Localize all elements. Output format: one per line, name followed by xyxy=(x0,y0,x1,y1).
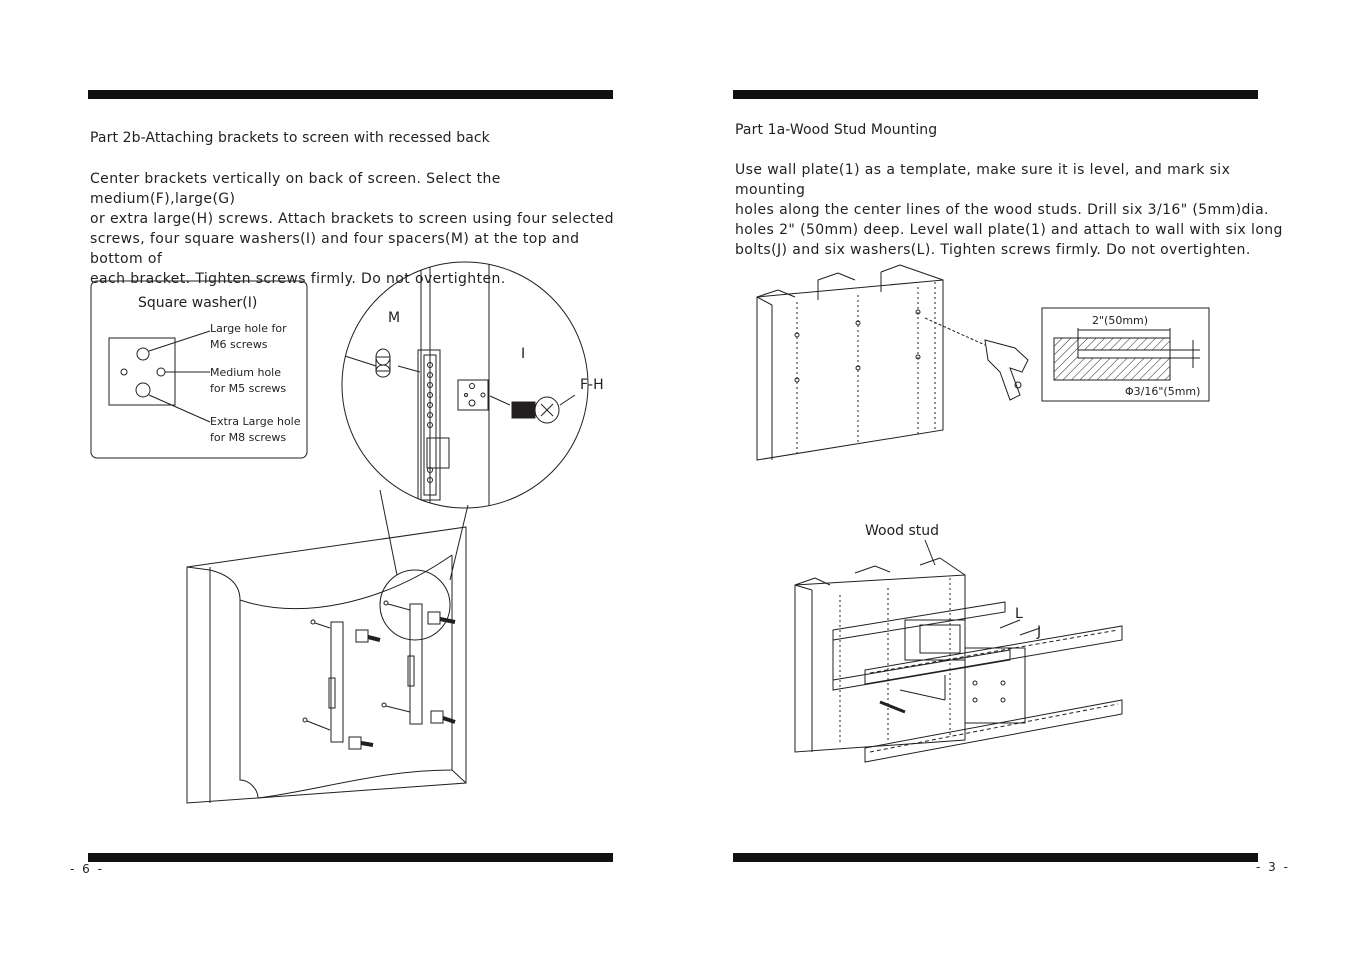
callout-j: J xyxy=(1036,624,1041,640)
right-bottom-rule xyxy=(733,853,1258,862)
right-body-line: Use wall plate(1) as a template, make su… xyxy=(735,162,1231,198)
zoom-detail xyxy=(344,262,576,508)
right-body-line: holes along the center lines of the wood… xyxy=(735,202,1269,218)
washer-title: Square washer(I) xyxy=(138,295,257,311)
left-body-line: or extra large(H) screws. Attach bracket… xyxy=(90,211,614,227)
diameter-label: Φ3/16"(5mm) xyxy=(1125,385,1200,398)
large-hole-label-2: M6 screws xyxy=(210,338,268,351)
medium-hole xyxy=(156,367,166,377)
wood-stud-drill-diagram xyxy=(756,264,1029,461)
depth-label: 2"(50mm) xyxy=(1092,314,1148,327)
washer-inset-frame xyxy=(90,280,308,459)
left-body: Center brackets vertically on back of sc… xyxy=(90,169,630,289)
left-bottom-rule xyxy=(88,853,613,862)
medium-hole-label-2: for M5 screws xyxy=(210,382,286,395)
xl-hole-label-2: for M8 screws xyxy=(210,431,286,444)
callout-i: I xyxy=(521,346,525,362)
callout-l: L xyxy=(1015,606,1023,622)
drill-depth-diagram xyxy=(1041,307,1210,402)
zoom-circle xyxy=(341,261,589,509)
right-top-rule xyxy=(733,90,1258,99)
square-washer-diagram xyxy=(90,280,308,459)
callout-fh: F-H xyxy=(580,377,604,393)
left-top-rule xyxy=(88,90,613,99)
left-heading: Part 2b-Attaching brackets to screen wit… xyxy=(90,130,490,146)
right-body-line: holes 2" (50mm) deep. Level wall plate(1… xyxy=(735,222,1283,238)
large-hole-label-1: Large hole for xyxy=(210,322,287,335)
large-hole xyxy=(136,347,150,361)
xl-hole-label-1: Extra Large hole xyxy=(210,415,301,428)
small-hole xyxy=(120,368,128,376)
right-body-line: bolts(J) and six washers(L). Tighten scr… xyxy=(735,242,1251,258)
right-page-number: - 3 - xyxy=(1256,860,1290,874)
tv-back-diagram xyxy=(186,526,467,804)
left-body-line: screws, four square washers(I) and four … xyxy=(90,231,580,267)
medium-hole-label-1: Medium hole xyxy=(210,366,281,379)
xl-hole xyxy=(135,382,151,398)
callout-m: M xyxy=(388,310,400,326)
left-body-line: Center brackets vertically on back of sc… xyxy=(90,171,501,207)
left-body-line: each bracket. Tighten screws firmly. Do … xyxy=(90,271,506,287)
right-body: Use wall plate(1) as a template, make su… xyxy=(735,160,1295,260)
right-heading: Part 1a-Wood Stud Mounting xyxy=(735,122,938,138)
wood-stud-label: Wood stud xyxy=(865,523,939,539)
left-page-number: - 6 - xyxy=(70,862,104,876)
wall-plate-diagram xyxy=(794,539,1123,763)
